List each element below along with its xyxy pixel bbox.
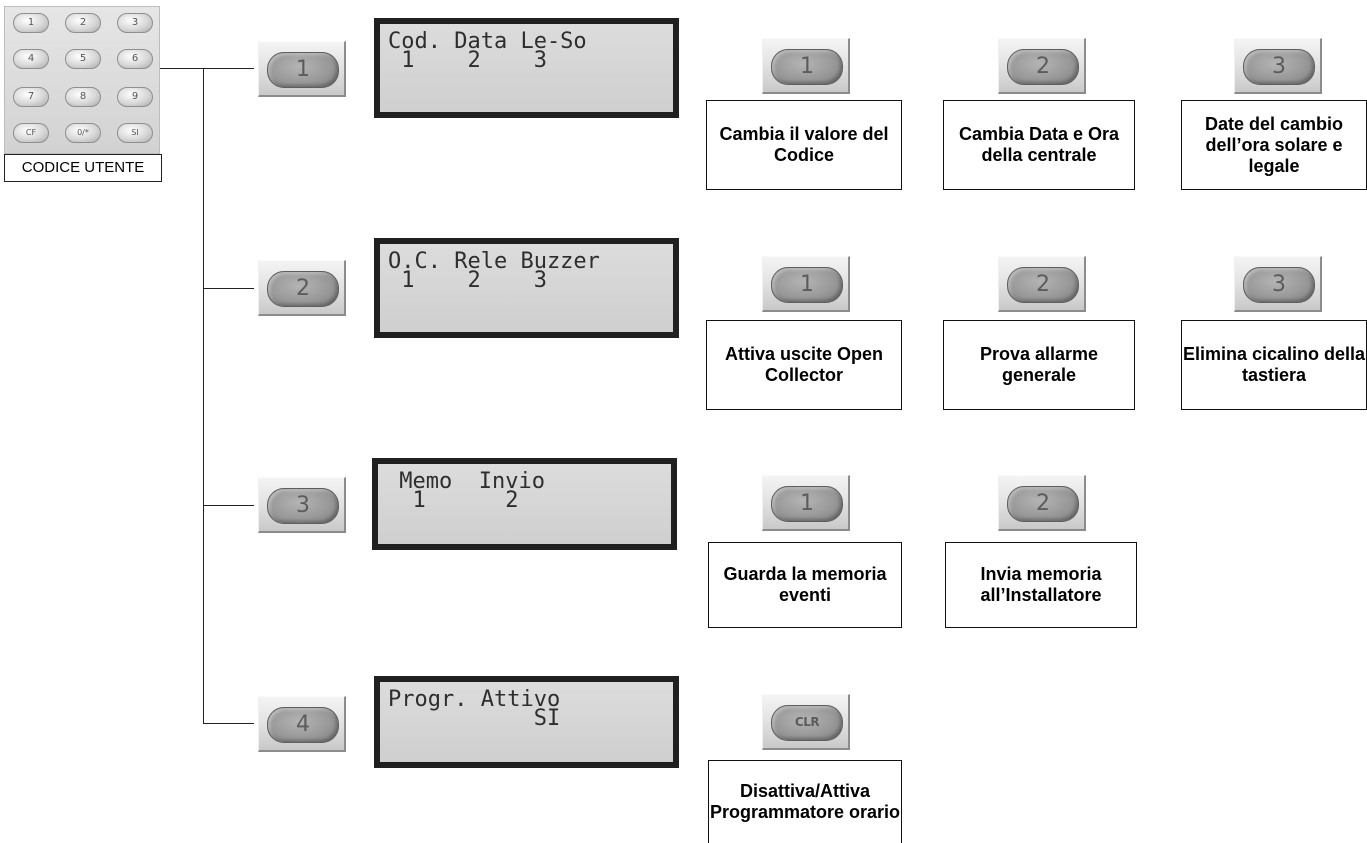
option-key-3-1[interactable]: 1 [762,475,850,531]
lcd-line-2: 1 2 [386,488,519,513]
option-desc-1-2: Cambia Data e Ora della centrale [943,100,1135,190]
lcd-line-1: Memo Invio [386,469,545,494]
option-key-label: 1 [771,267,843,303]
menu-key-2[interactable]: 2 [258,260,346,316]
connector-branch-4 [203,723,254,724]
menu-key-1[interactable]: 1 [258,41,346,97]
menu-key-4[interactable]: 4 [258,696,346,752]
option-key-3-2[interactable]: 2 [998,475,1086,531]
keypad-key-4[interactable]: 4 [13,49,49,69]
keypad-key-cf[interactable]: CF [13,123,49,143]
keypad-caption: CODICE UTENTE [4,154,162,182]
lcd-line-2: 1 2 3 [388,268,547,293]
keypad-key-3[interactable]: 3 [117,13,153,33]
keypad-key-9[interactable]: 9 [117,87,153,107]
option-key-label: 2 [1007,267,1079,303]
lcd-display-menu-1: Cod. Data Le-So 1 2 3 [374,18,679,118]
option-key-1-2[interactable]: 2 [998,38,1086,94]
option-desc-2-2: Prova allarme generale [943,320,1135,410]
menu-key-2-label: 2 [267,271,339,307]
option-key-label: 1 [771,49,843,85]
clr-key-label: CLR [771,705,843,741]
option-key-label: 3 [1243,49,1315,85]
lcd-line-1: Cod. Data Le-So [388,29,587,54]
lcd-display-menu-3: Memo Invio 1 2 [372,458,677,550]
lcd-display-menu-4: Progr. Attivo SI [374,676,679,768]
option-desc-2-1: Attiva uscite Open Collector [706,320,902,410]
option-key-2-1[interactable]: 1 [762,256,850,312]
lcd-display-menu-2: O.C. Rele Buzzer 1 2 3 [374,238,679,338]
option-desc-1-1: Cambia il valore del Codice [706,100,902,190]
keypad-key-5[interactable]: 5 [65,49,101,69]
option-desc-3-2: Invia memoria all’Installatore [945,542,1137,628]
lcd-line-2: 1 2 3 [388,48,547,73]
option-key-label: 3 [1243,267,1315,303]
lcd-line-1: O.C. Rele Buzzer [388,249,600,274]
keypad-key-2[interactable]: 2 [65,13,101,33]
option-key-1-1[interactable]: 1 [762,38,850,94]
option-key-2-2[interactable]: 2 [998,256,1086,312]
lcd-line-1: Progr. Attivo [388,687,561,712]
lcd-line-2: SI [388,706,561,731]
connector-branch-3 [203,505,254,506]
option-key-label: 2 [1007,486,1079,522]
keypad-key-8[interactable]: 8 [65,87,101,107]
option-desc-1-3: Date del cambio dell’ora solare e legale [1181,100,1367,190]
option-key-label: 1 [771,486,843,522]
option-key-label: 2 [1007,49,1079,85]
keypad-key-0[interactable]: 0/* [65,123,101,143]
keypad-key-1[interactable]: 1 [13,13,49,33]
option-desc-2-3: Elimina cicalino della tastiera [1181,320,1367,410]
keypad-key-7[interactable]: 7 [13,87,49,107]
keypad-key-6[interactable]: 6 [117,49,153,69]
menu-key-3[interactable]: 3 [258,477,346,533]
connector-branch-2 [203,288,254,289]
clr-key[interactable]: CLR [762,694,850,750]
option-key-1-3[interactable]: 3 [1234,38,1322,94]
option-desc-3-1: Guarda la memoria eventi [708,542,902,628]
keypad-key-si[interactable]: SI [117,123,153,143]
connector-trunk [203,68,204,724]
menu-key-3-label: 3 [267,488,339,524]
option-desc-4-1: Disattiva/Attiva Programmatore orario [708,760,902,843]
user-code-keypad: 1 2 3 4 5 6 7 8 9 CF 0/* SI [4,6,160,154]
menu-key-1-label: 1 [267,52,339,88]
menu-key-4-label: 4 [267,707,339,743]
connector-keypad [160,68,254,69]
option-key-2-3[interactable]: 3 [1234,256,1322,312]
